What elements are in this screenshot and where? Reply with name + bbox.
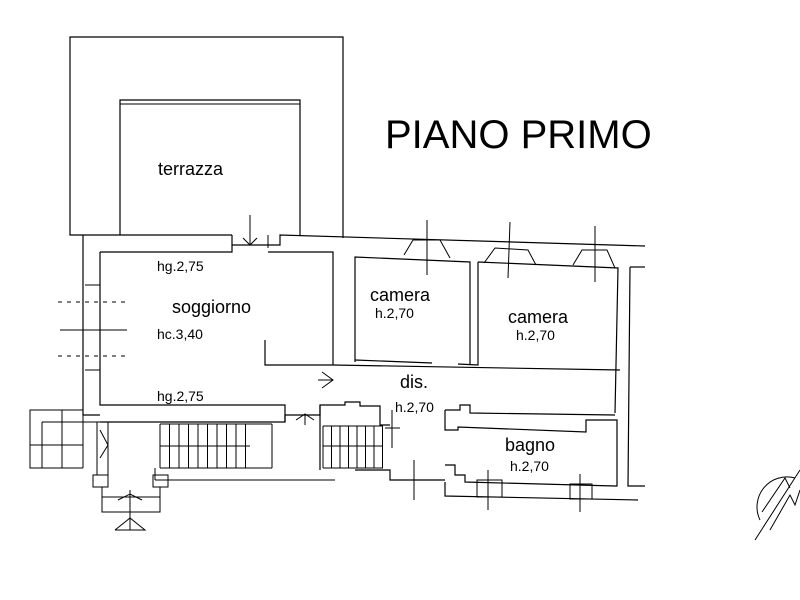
- room-label-camera: camera: [370, 285, 431, 305]
- room-label-camera: camera: [508, 307, 569, 327]
- terrace-walls: [69, 36, 344, 238]
- height-label: h.2,70: [375, 305, 414, 321]
- height-label: hg.2,75: [157, 258, 204, 274]
- height-label: h.2,70: [510, 458, 549, 474]
- room-label-terrazza: terrazza: [158, 159, 224, 179]
- room-label-dis: dis.: [400, 372, 428, 392]
- room-label-soggiorno: soggiorno: [172, 297, 251, 317]
- window-markers: [58, 215, 616, 512]
- outer-walls: [82, 234, 646, 501]
- height-label: h.2,70: [395, 399, 434, 415]
- height-label: h.2,70: [516, 327, 555, 343]
- room-label-bagno: bagno: [505, 435, 555, 455]
- stairs: [154, 423, 383, 481]
- left-stair-block: [29, 409, 169, 531]
- height-label: hg.2,75: [157, 388, 204, 404]
- plan-title: PIANO PRIMO: [385, 113, 652, 157]
- north-arrow-icon: [754, 469, 800, 541]
- height-label: hc.3,40: [157, 326, 203, 342]
